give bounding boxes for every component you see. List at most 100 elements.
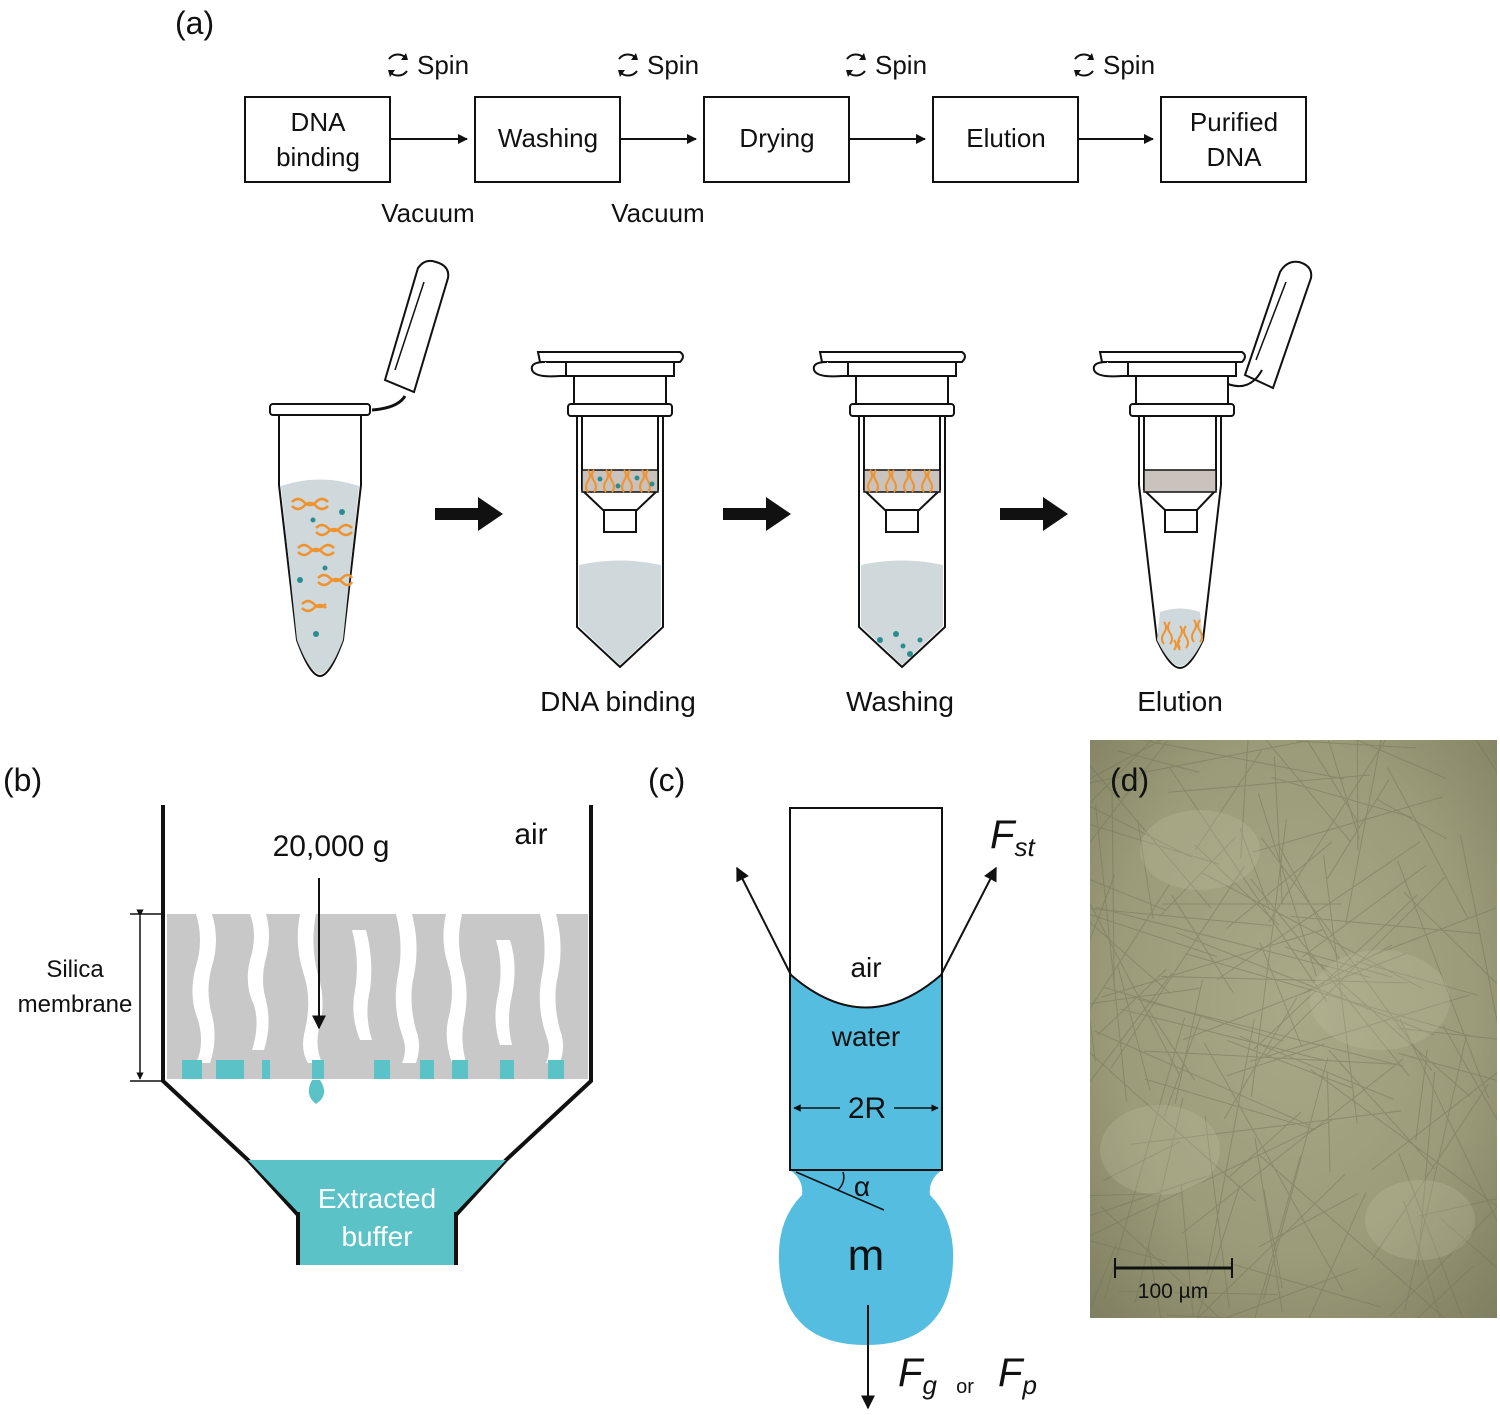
fiber: [1415, 1049, 1428, 1141]
fiber: [1229, 1262, 1381, 1308]
hanging-droplet: [778, 1170, 954, 1345]
fiber: [1259, 1193, 1359, 1248]
fiber: [1370, 906, 1497, 957]
fiber: [1204, 1116, 1230, 1309]
fiber: [1227, 1111, 1302, 1179]
flow-box-dna-binding: [244, 96, 391, 183]
fiber: [1137, 998, 1404, 1067]
fiber: [1090, 1242, 1118, 1311]
fiber: [1090, 913, 1218, 958]
fiber: [1139, 740, 1345, 780]
membrane-label-line1: Silica: [46, 956, 104, 983]
fiber: [1224, 1268, 1358, 1318]
fiber: [1257, 793, 1317, 977]
fiber: [1273, 756, 1283, 905]
fiber: [1268, 740, 1387, 923]
alpha-label: α: [854, 1171, 870, 1202]
fiber: [1147, 1009, 1196, 1081]
micrograph-background: [1090, 740, 1497, 1318]
fiber: [1403, 1200, 1441, 1318]
flow-step-4: Elution: [966, 123, 1046, 153]
fiber: [1168, 766, 1328, 1002]
spin-icon: [1074, 53, 1094, 77]
fiber: [1326, 1071, 1331, 1173]
fiber: [1100, 1206, 1221, 1318]
fiber: [1416, 1265, 1474, 1318]
fiber: [1090, 1175, 1207, 1217]
fiber: [1194, 844, 1280, 926]
fiber: [1376, 798, 1447, 840]
fiber: [1397, 1052, 1497, 1081]
spin-1: Spin: [388, 50, 469, 80]
mass-label: m: [848, 1231, 885, 1280]
fiber: [1355, 960, 1478, 996]
fiber: [1328, 1049, 1436, 1170]
fiber: [1277, 843, 1340, 960]
fiber: [1226, 841, 1333, 929]
spin-icon: [846, 53, 866, 77]
air-label-b: air: [514, 818, 547, 851]
spin-label-4: Spin: [1103, 50, 1155, 80]
fiber: [1175, 931, 1435, 1036]
fiber: [1090, 1052, 1256, 1202]
fiber: [1265, 876, 1446, 1056]
fiber: [1090, 740, 1306, 784]
fiber: [1398, 1027, 1497, 1040]
fiber: [1216, 841, 1421, 981]
fiber: [1404, 1036, 1467, 1312]
spin-3: Spin: [846, 50, 927, 80]
tube-caption-elution: Elution: [1137, 686, 1223, 717]
membrane-pores: [192, 914, 563, 1063]
fiber: [1180, 1185, 1194, 1317]
membrane-label-line2: membrane: [18, 991, 133, 1018]
fiber: [1090, 908, 1272, 927]
spin-icon: [618, 53, 638, 77]
vacuum-label-1: Vacuum: [381, 198, 474, 228]
fiber: [1197, 1173, 1346, 1318]
fiber: [1194, 750, 1262, 851]
fp-label: Fp: [998, 1351, 1037, 1400]
flow-step-2: Washing: [498, 123, 598, 153]
droplet: [308, 1080, 325, 1104]
meniscus: [790, 974, 942, 1009]
flow-step-3: Drying: [739, 123, 814, 153]
contaminants: [297, 509, 345, 637]
fiber: [1303, 944, 1393, 994]
fiber: [1355, 740, 1447, 780]
fiber: [1090, 765, 1212, 909]
fiber: [1345, 740, 1382, 924]
fiber: [1460, 834, 1497, 1021]
panel-d-micrograph: [1090, 740, 1497, 1318]
fiber: [1475, 740, 1497, 774]
fiber: [1254, 1155, 1302, 1318]
process-arrow-1: [435, 497, 503, 531]
fiber: [1203, 1042, 1344, 1292]
panel-c-diagram: Fst air water 2R α m Fg or Fp: [736, 807, 1037, 1410]
fiber: [1310, 1069, 1497, 1207]
fiber: [1090, 875, 1115, 942]
tube-caption-washing: Washing: [846, 686, 954, 717]
teal-water-pores: [182, 1060, 564, 1079]
fiber: [1296, 740, 1417, 749]
silica-membrane: [1143, 469, 1217, 493]
liquid: [861, 560, 943, 665]
tube-sample: [269, 259, 450, 678]
process-arrow-2: [723, 497, 791, 531]
fiber: [1387, 767, 1469, 920]
fiber: [1130, 1110, 1402, 1145]
fiber: [1371, 1072, 1497, 1171]
fiber: [1182, 953, 1406, 1041]
fiber: [1397, 860, 1489, 1099]
panel-b-diagram: Extracted buffer 20,000 g air Silica mem…: [18, 805, 593, 1265]
surface-tension-arrow-left: [736, 866, 792, 976]
fiber: [1201, 872, 1424, 990]
tube-lid-open: [1243, 260, 1313, 390]
fiber: [1263, 1190, 1283, 1289]
tube-column-binding: DNA binding: [530, 351, 696, 717]
fiber: [1371, 1083, 1489, 1260]
fiber: [1094, 1030, 1311, 1127]
fiber: [1090, 1193, 1161, 1197]
flow-step-1-line1: DNA: [291, 107, 347, 137]
tube-lid-open: [371, 259, 450, 412]
flow-box-elution: [932, 96, 1079, 183]
